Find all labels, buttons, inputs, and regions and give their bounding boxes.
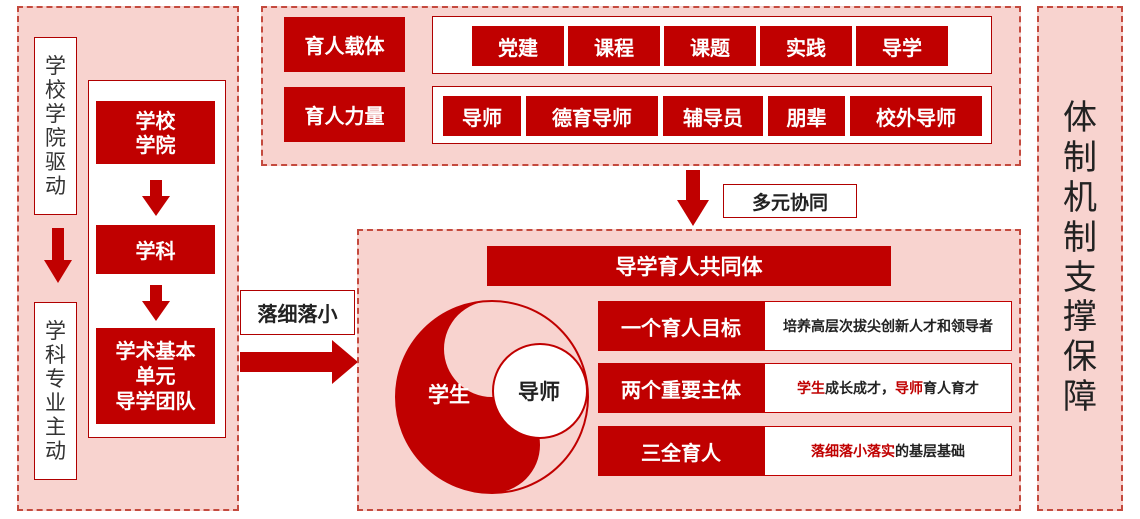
carrier-item-practice: 实践: [760, 26, 852, 66]
carrier-label: 育人载体: [284, 17, 405, 72]
carrier-item-label: 实践: [786, 35, 826, 60]
step-academic-unit: 学术基本 单元 导学团队: [96, 328, 215, 424]
step-academic-unit-label: 学术基本 单元 导学团队: [115, 338, 196, 413]
goal-row-desc: 培养高层次拔尖创新人才和领导者: [764, 301, 1012, 351]
collab-down-arrow: [677, 170, 709, 226]
row-desc-highlight: 导师: [895, 381, 923, 397]
vertical-char: 障: [1063, 376, 1097, 417]
discipline-driven-label: 学科专业主动: [34, 302, 77, 480]
carrier-item-project: 课题: [664, 26, 756, 66]
step-discipline-label: 学科: [135, 239, 176, 263]
holistic-row-desc: 落细落小落实的基层基础: [764, 426, 1012, 476]
student-text: 学生: [428, 383, 470, 407]
row-label-text: 一个育人目标: [621, 315, 741, 340]
force-item-counselor: 辅导员: [663, 96, 763, 136]
force-item-label: 辅导员: [683, 105, 743, 130]
refine-label: 落细落小: [240, 290, 355, 335]
venn-circles: [395, 300, 589, 494]
vertical-char: 支: [1063, 257, 1097, 298]
vertical-char: 学: [45, 318, 66, 343]
right-panel: 体制机制支撑保障: [1037, 6, 1123, 511]
circles-diagram: [390, 295, 595, 500]
vertical-char: 撑: [1063, 297, 1097, 338]
carrier-item-party: 党建: [472, 26, 564, 66]
carrier-item-label: 导学: [882, 35, 922, 60]
student-circle-label: 学生: [414, 379, 484, 409]
school-driven-label: 学校学院驱动: [34, 37, 77, 215]
row-desc-part: 育人育才: [923, 381, 979, 397]
force-label: 育人力量: [284, 87, 405, 142]
row-desc-part: 的基层基础: [895, 444, 965, 460]
holistic-row-label: 三全育人: [598, 426, 764, 476]
school-driven-text: 学校学院驱动: [45, 54, 66, 199]
vertical-char: 体: [1063, 98, 1097, 139]
force-label-text: 育人力量: [304, 104, 385, 128]
force-item-tutor: 导师: [443, 96, 521, 136]
row-label-text: 两个重要主体: [621, 377, 741, 402]
discipline-driven-text: 学科专业主动: [45, 319, 66, 464]
vertical-char: 机: [1063, 177, 1097, 218]
row-desc-highlight: 落细落小落实: [811, 444, 895, 460]
vertical-char: 保: [1063, 337, 1097, 378]
step-discipline: 学科: [96, 225, 215, 274]
refine-label-text: 落细落小: [257, 302, 338, 326]
force-item-peer: 朋辈: [768, 96, 845, 136]
left-down-arrow: [44, 228, 72, 283]
row-desc: 落细落小落实的基层基础: [811, 441, 965, 461]
vertical-char: 院: [45, 126, 66, 150]
carrier-item-label: 课题: [690, 35, 730, 60]
row-desc: 培养高层次拔尖创新人才和领导者: [783, 316, 993, 336]
row-desc-part: 成长成才，: [825, 381, 895, 397]
carrier-label-text: 育人载体: [304, 34, 385, 58]
vertical-char: 制: [1063, 138, 1097, 179]
carrier-item-label: 课程: [594, 35, 634, 60]
step-school: 学校 学院: [96, 101, 215, 164]
vertical-char: 驱: [45, 150, 66, 175]
force-item-label: 导师: [462, 105, 502, 130]
vertical-char: 制: [1063, 217, 1097, 258]
force-item-external-tutor: 校外导师: [850, 96, 982, 136]
step-arrow-2: [142, 285, 170, 321]
tutor-text: 导师: [518, 380, 560, 404]
force-item-moral-tutor: 德育导师: [526, 96, 658, 136]
community-title-text: 导学育人共同体: [615, 255, 763, 279]
force-item-label: 校外导师: [876, 105, 956, 130]
step-school-label: 学校 学院: [135, 108, 176, 157]
vertical-char: 专: [45, 366, 66, 391]
vertical-char: 学: [45, 101, 66, 126]
carrier-item-guidance: 导学: [856, 26, 948, 66]
subjects-row-label: 两个重要主体: [598, 363, 764, 413]
carrier-item-label: 党建: [498, 35, 538, 60]
collab-label-text: 多元协同: [751, 191, 828, 214]
row-desc-part: 培养高层次拔尖创新人才和领导者: [783, 319, 993, 335]
collab-label: 多元协同: [723, 184, 857, 218]
vertical-char: 业: [45, 391, 66, 415]
force-item-label: 朋辈: [786, 105, 827, 130]
row-desc-highlight: 学生: [797, 381, 825, 397]
subjects-row-desc: 学生成长成才，导师育人育才: [764, 363, 1012, 413]
vertical-char: 动: [45, 439, 66, 464]
refine-right-arrow: [240, 340, 358, 384]
tutor-circle-label: 导师: [504, 376, 574, 406]
row-label-text: 三全育人: [641, 440, 721, 465]
vertical-char: 校: [45, 77, 66, 102]
row-desc: 学生成长成才，导师育人育才: [797, 378, 979, 398]
force-item-label: 德育导师: [552, 105, 632, 130]
vertical-char: 学: [45, 53, 66, 78]
vertical-char: 科: [45, 342, 66, 367]
carrier-item-course: 课程: [568, 26, 660, 66]
vertical-char: 主: [45, 415, 66, 440]
goal-row-label: 一个育人目标: [598, 301, 764, 351]
support-label: 体制机制支撑保障: [1063, 99, 1097, 417]
vertical-char: 动: [45, 174, 66, 199]
step-arrow-1: [142, 180, 170, 216]
community-title: 导学育人共同体: [487, 246, 891, 286]
